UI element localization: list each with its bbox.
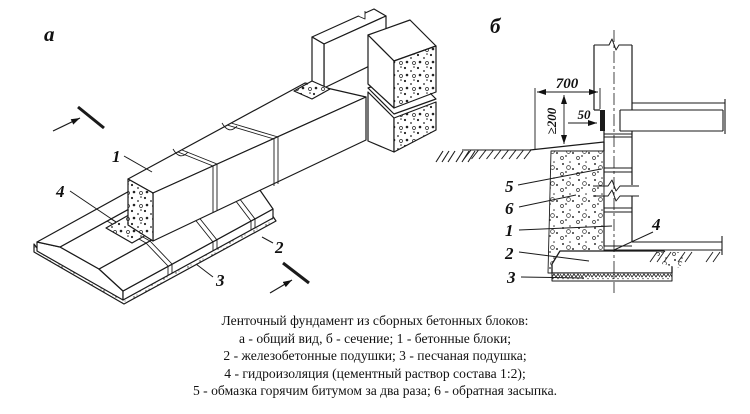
section-pad xyxy=(551,250,673,274)
stack-lower-end-concrete xyxy=(393,101,437,153)
leader-2 xyxy=(261,236,274,244)
wall-joints xyxy=(604,133,632,251)
corner-stacked-blocks xyxy=(367,19,437,153)
dim-200: ≥200 xyxy=(544,107,559,134)
leader-4 xyxy=(69,190,117,223)
stack-upper-end-concrete xyxy=(393,45,437,109)
backfill-under-floor xyxy=(656,252,686,268)
leader-3 xyxy=(520,276,585,279)
leader-3 xyxy=(195,263,214,278)
section-cut-symbol-bottom xyxy=(269,261,310,294)
section-cut-symbol-top xyxy=(52,105,105,132)
callout-3: 3 xyxy=(506,268,516,287)
view-b-section: 700 50 ≥200 б 5 6 1 2 3 4 xyxy=(462,14,726,293)
view-b-label: б xyxy=(490,14,502,38)
dimensions xyxy=(534,88,601,149)
dim-700: 700 xyxy=(556,76,579,92)
section-wall xyxy=(593,38,639,251)
leader-5 xyxy=(517,168,602,186)
caption-line-2: а - общий вид, б - сечение; 1 - бетонные… xyxy=(238,330,512,346)
view-b-leaders xyxy=(517,168,654,279)
leader-1 xyxy=(123,155,153,173)
caption-line-4: 4 - гидроизоляция (цементный раствор сос… xyxy=(224,365,526,381)
leader-4 xyxy=(613,231,654,251)
leader-1 xyxy=(518,225,613,231)
leader-2 xyxy=(518,251,590,262)
caption-line-5: 5 - обмазка горячим битумом за два раза;… xyxy=(192,383,558,399)
callout-2: 2 xyxy=(274,238,284,257)
upper-floor-slab xyxy=(619,99,726,134)
upper-course-end xyxy=(311,36,325,89)
callout-3: 3 xyxy=(215,271,225,290)
caption-title: Ленточный фундамент из сборных бетонных … xyxy=(221,313,529,328)
beam-joint-lines xyxy=(172,122,279,213)
view-a-label: а xyxy=(44,22,55,46)
leader-6 xyxy=(518,194,577,208)
basement-floor xyxy=(632,236,723,263)
callout-5: 5 xyxy=(505,177,514,196)
figure-caption: Ленточный фундамент из сборных бетонных … xyxy=(0,312,750,400)
caption-line-3: 2 - железобетонные подушки; 3 - песчаная… xyxy=(223,348,527,364)
mortar-patch-beam-top xyxy=(293,80,331,100)
beam-end-face-concrete xyxy=(127,178,154,242)
view-a-axonometric: а 1 4 2 3 xyxy=(33,8,476,305)
callout-6: 6 xyxy=(505,199,514,218)
wall-ledge-bar xyxy=(600,110,605,131)
wall-block-beam xyxy=(127,82,367,242)
callout-1: 1 xyxy=(112,147,121,166)
blind-area-slope xyxy=(529,141,605,151)
callout-2: 2 xyxy=(504,244,514,263)
callout-4: 4 xyxy=(55,182,65,201)
callout-4: 4 xyxy=(651,215,661,234)
upper-course-notch xyxy=(357,11,366,20)
callout-1: 1 xyxy=(505,221,514,240)
wall-top-break xyxy=(594,38,632,51)
view-a-leaders xyxy=(69,155,274,278)
section-sand-cushion xyxy=(551,272,673,282)
ground-line-left xyxy=(462,149,532,160)
dim-50: 50 xyxy=(578,107,592,122)
